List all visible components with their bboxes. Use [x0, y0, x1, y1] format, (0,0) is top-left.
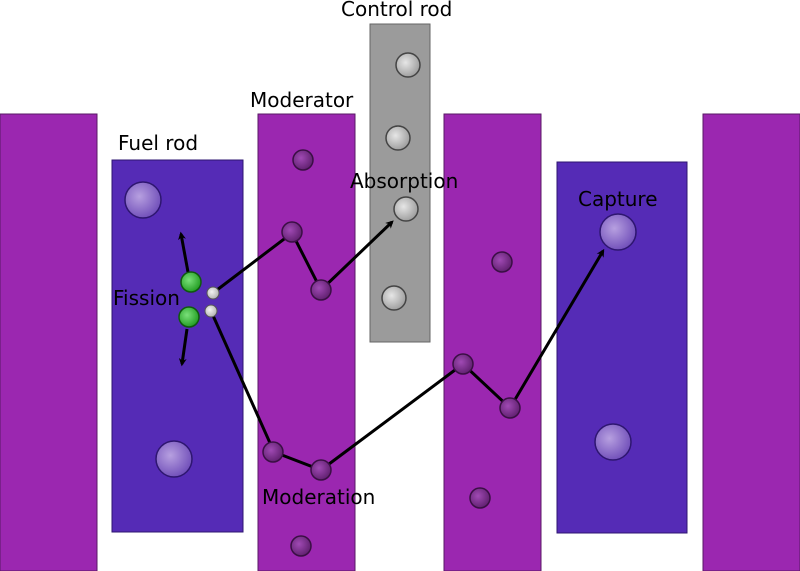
- absorber-atom: [381, 285, 407, 311]
- label-fission: Fission: [113, 286, 180, 310]
- arrow-icon: [178, 328, 189, 367]
- label-moderator: Moderator: [250, 88, 354, 112]
- fuel-atom: [599, 213, 637, 251]
- moderator-column-4: [702, 113, 800, 571]
- fuel-atom: [594, 423, 632, 461]
- moderator-atom: [281, 221, 303, 243]
- fission-fragment: [178, 306, 200, 328]
- moderator-atom: [469, 487, 491, 509]
- moderator-atom: [292, 149, 314, 171]
- moderator-atom: [499, 397, 521, 419]
- moderator-atom: [262, 441, 284, 463]
- fuel-atom: [124, 181, 162, 219]
- neutron: [204, 304, 218, 318]
- moderator-column-3: [443, 113, 542, 571]
- moderator-atom: [452, 353, 474, 375]
- moderator-atom: [290, 535, 312, 557]
- moderator-atom: [310, 279, 332, 301]
- label-capture: Capture: [578, 187, 658, 211]
- absorber-atom: [393, 196, 419, 222]
- neutron-path-absorption: [212, 220, 394, 295]
- label-absorption: Absorption: [350, 169, 458, 193]
- label-moderation: Moderation: [262, 485, 375, 509]
- absorber-atom: [395, 52, 421, 78]
- moderator-atom: [310, 459, 332, 481]
- arrow-icon: [178, 231, 190, 273]
- moderator-column-2: [257, 113, 356, 571]
- moderator-atom: [491, 251, 513, 273]
- neutron: [206, 286, 220, 300]
- absorber-atom: [385, 125, 411, 151]
- fuel-atom: [155, 440, 193, 478]
- fission-fragment: [180, 271, 202, 293]
- moderator-column-1: [0, 113, 98, 571]
- label-control-rod: Control rod: [341, 0, 452, 21]
- label-fuel-rod: Fuel rod: [118, 131, 198, 155]
- neutron-path-capture: [209, 248, 605, 472]
